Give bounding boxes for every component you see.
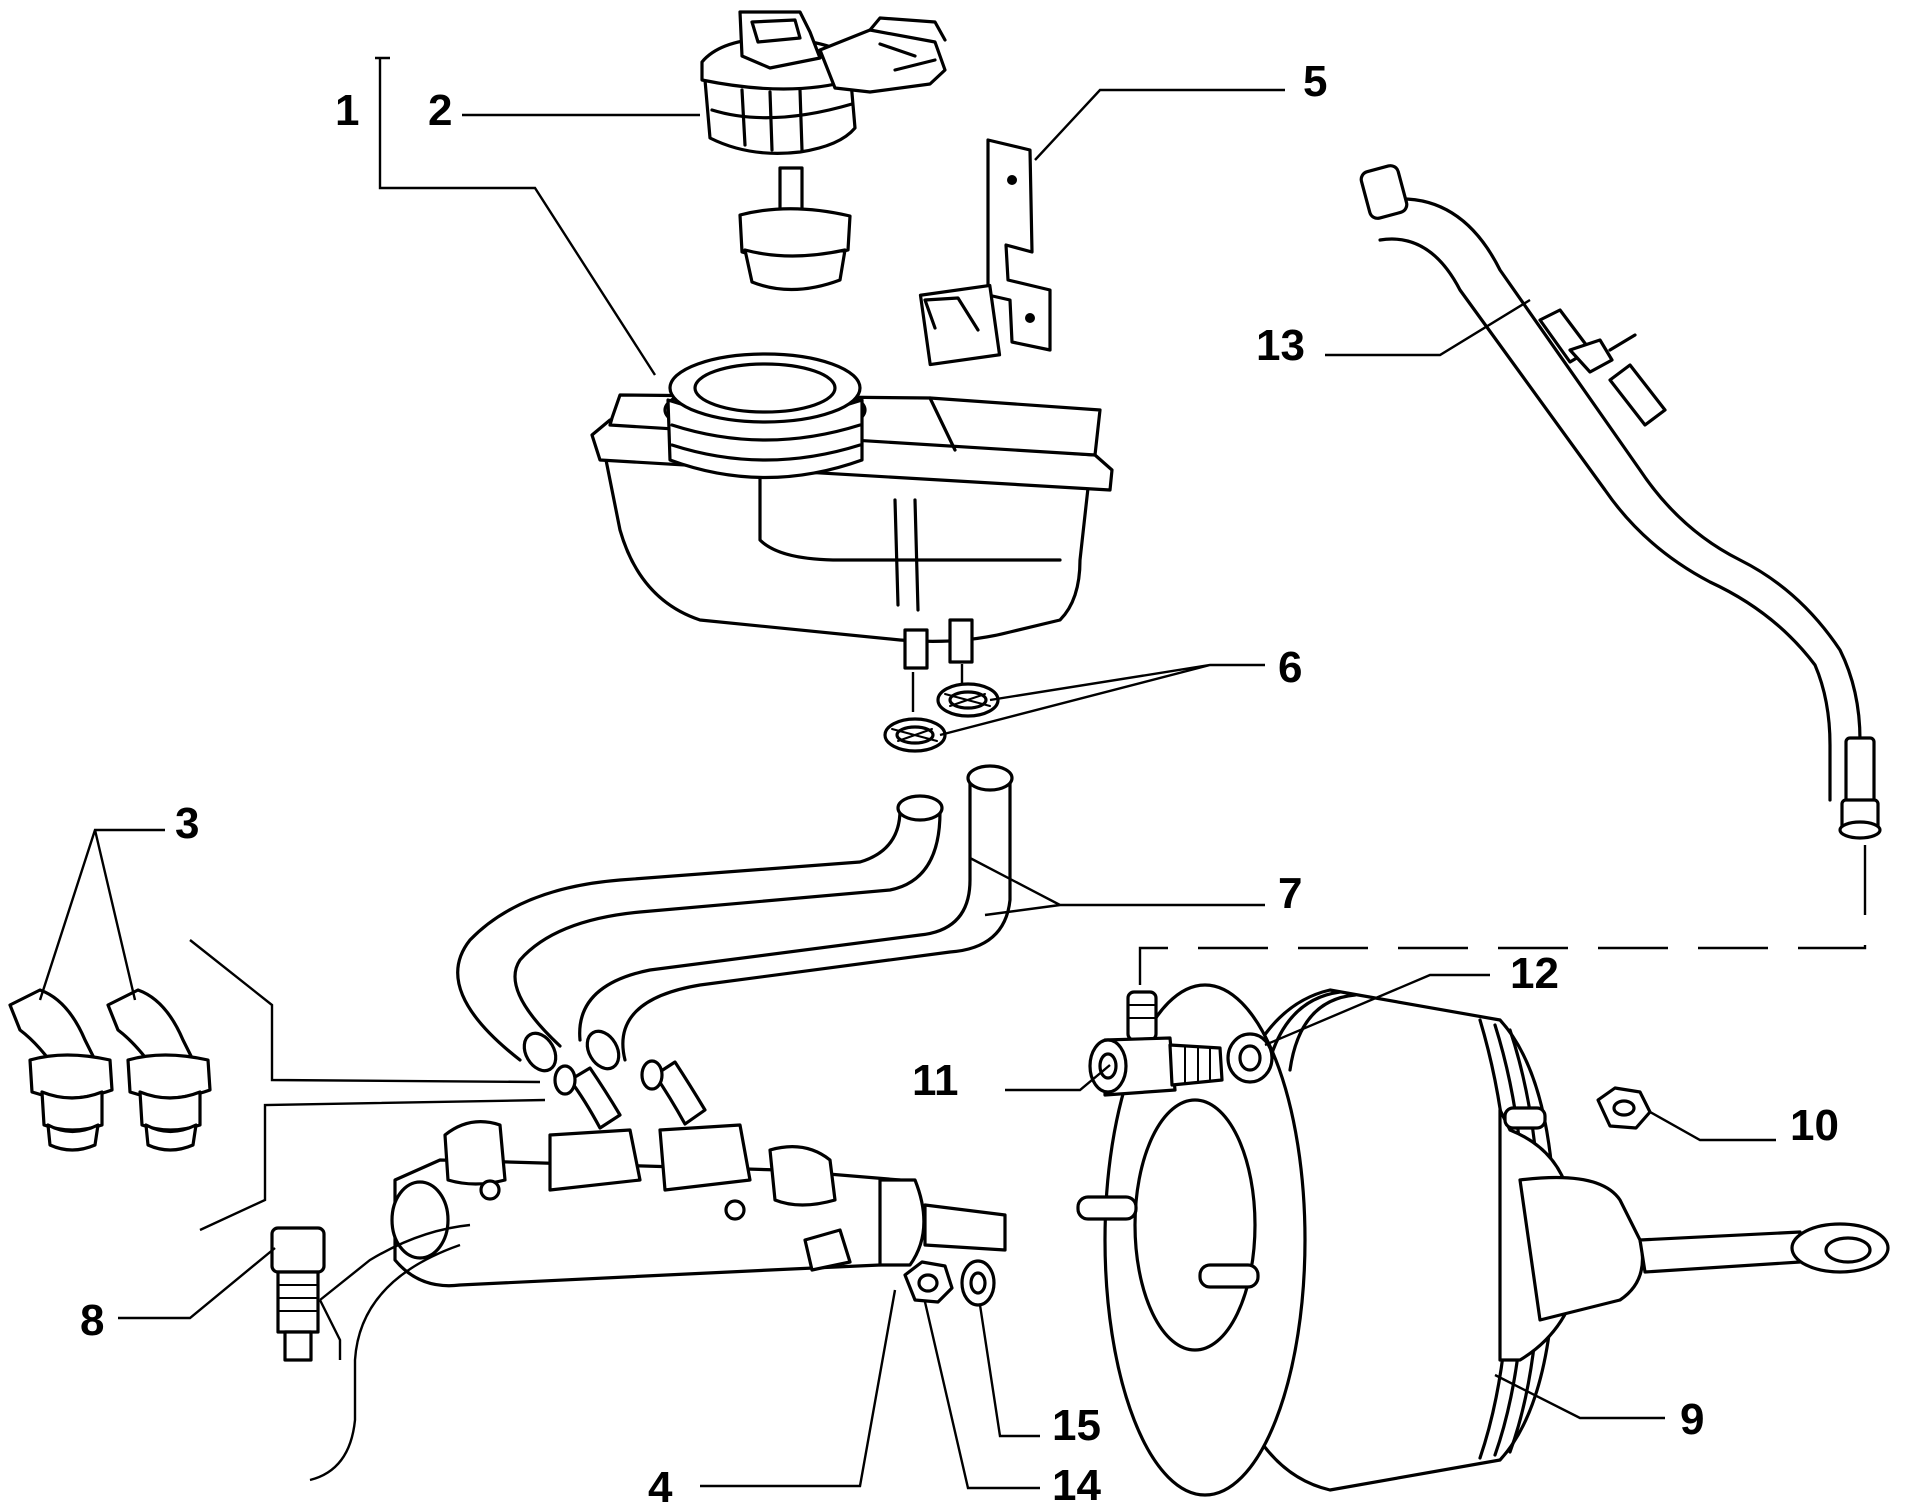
- part-vacuum-valve: [1088, 990, 1224, 1097]
- leader-9: [1494, 1373, 1665, 1420]
- callout-12: 12: [1510, 949, 1559, 998]
- leader-10: [1649, 1110, 1776, 1142]
- callout-labels: 1 2 3 4 5 6 7 8 9 10 11 12 13 14 15: [80, 57, 1839, 1511]
- callout-9: 9: [1680, 1395, 1704, 1444]
- part-master-cylinder: [189, 939, 1007, 1288]
- part-nut-10: [1596, 1086, 1652, 1130]
- part-vacuum-hose: [1138, 164, 1882, 985]
- leader-5: [1034, 88, 1285, 161]
- leader-8: [118, 1247, 276, 1320]
- part-bracket-plate: [986, 138, 1052, 352]
- callout-3: 3: [175, 799, 199, 848]
- callout-10: 10: [1790, 1101, 1839, 1150]
- callout-8: 8: [80, 1296, 104, 1345]
- part-brake-booster: [1076, 983, 1890, 1497]
- callout-13: 13: [1256, 321, 1305, 370]
- callout-14: 14: [1052, 1461, 1101, 1510]
- callout-1: 1: [335, 86, 359, 135]
- part-grommet: [1226, 1032, 1274, 1084]
- part-washer-15: [960, 1259, 996, 1307]
- leader-14: [923, 1301, 1040, 1490]
- leader-13: [1325, 298, 1531, 357]
- callout-7: 7: [1278, 869, 1302, 918]
- callout-4: 4: [648, 1463, 673, 1511]
- part-bleed-screw: [270, 1223, 471, 1482]
- callout-2: 2: [428, 86, 452, 135]
- part-nut-14: [903, 1260, 954, 1304]
- part-connector-elbows: [8, 988, 212, 1152]
- callout-5: 5: [1303, 57, 1327, 106]
- leader-1: [375, 56, 657, 376]
- part-fluid-reservoir: [590, 283, 1114, 670]
- part-reservoir-hoses: [456, 764, 1014, 1073]
- leader-11: [1005, 1064, 1111, 1092]
- callout-6: 6: [1278, 643, 1302, 692]
- part-reservoir-cap-sensor: [700, 10, 947, 292]
- leader-15: [978, 1304, 1040, 1438]
- callout-11: 11: [912, 1056, 959, 1105]
- callout-15: 15: [1052, 1401, 1101, 1450]
- part-hose-clamps: [883, 664, 1000, 753]
- leader-lines: [38, 56, 1776, 1490]
- leader-4: [700, 1289, 897, 1488]
- leader-3: [38, 828, 165, 1001]
- leader-12: [1264, 973, 1490, 1047]
- leader-6: [939, 663, 1265, 737]
- leader-7: [969, 856, 1265, 917]
